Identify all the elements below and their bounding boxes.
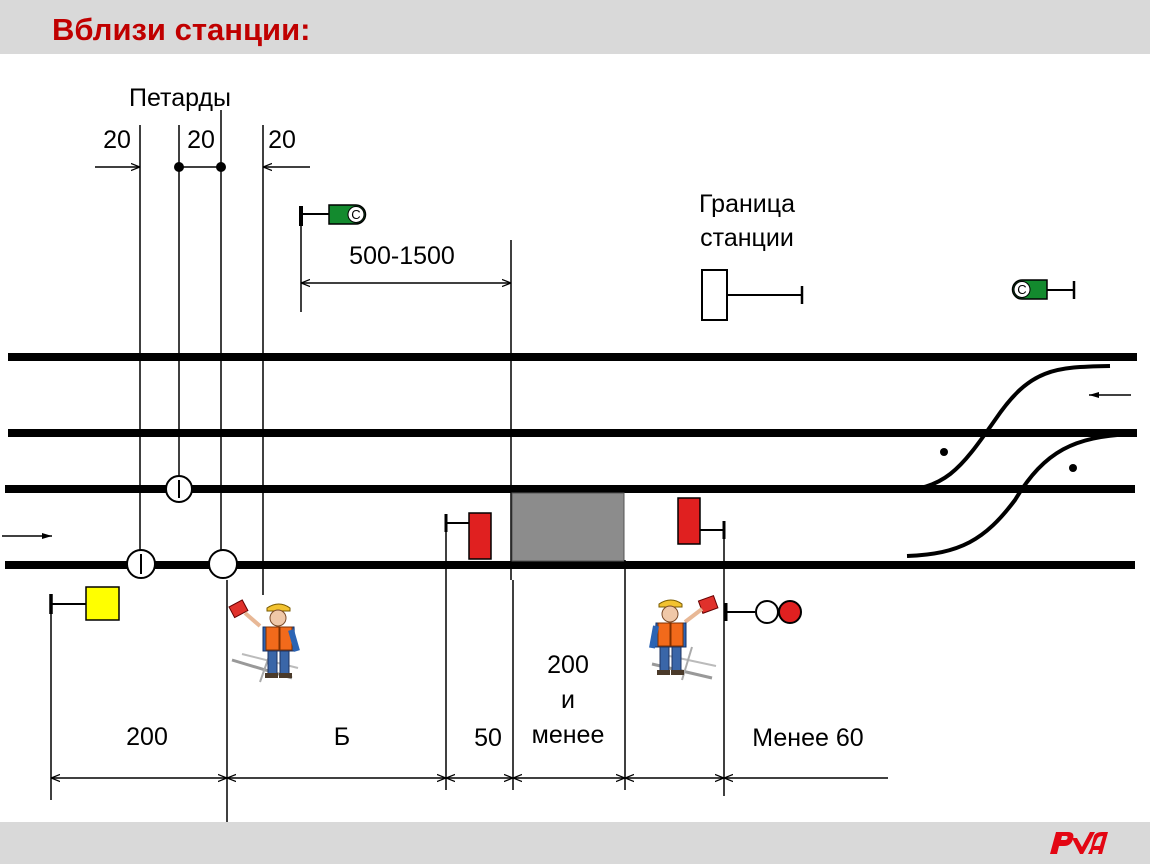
crossover-upper [892,364,1111,493]
whistle-sign-right-letter: С [1017,282,1026,297]
work-zone [511,492,625,562]
header-bar [0,0,1150,54]
detonator-3 [208,549,238,579]
dimension-extension-lines [226,560,626,836]
whistle-sign-left: С [299,204,367,312]
distance-label-50: 50 [474,724,502,752]
detonator-lines [139,110,264,595]
whistle-sign-left-letter: С [351,207,360,222]
switch-point-2 [1069,464,1077,472]
stop-signal-right [677,497,726,796]
switch-point-1 [940,448,948,456]
tracks [5,353,1137,569]
sign-distance-label: 500-1500 [349,242,455,270]
signalman-worker-icon [649,594,719,681]
detonator-1 [165,475,193,503]
distance-label-less-60: Менее 60 [752,724,863,752]
distance-label-b: Б [334,723,350,751]
detonator-dot-1 [174,162,184,172]
station-boundary-sign [701,269,804,321]
switch-crossovers [892,364,1131,558]
zone-label-line-2: и [561,686,575,714]
gap-label-3: 20 [268,126,296,154]
detonators-label: Петарды [129,84,231,112]
gap-label-2: 20 [187,126,215,154]
detonator-dot-2 [216,162,226,172]
station-boundary-label-2: станции [700,224,794,252]
signal-lamp-white [755,600,779,624]
crossover-lower [906,432,1131,558]
stop-signal-left [444,512,492,790]
footer-bar [0,822,1150,864]
rzd-logo-icon [1050,832,1108,854]
zone-label-line-1: 200 [547,651,589,679]
detonator-2 [126,549,156,579]
signal-lamp-red [778,600,802,624]
zone-label-line-3: менее [532,721,605,749]
signalman-worker-icon [228,599,300,683]
whistle-sign-right: С [1011,279,1076,300]
two-light-signal [724,600,802,624]
station-boundary-label-1: Граница [699,190,795,218]
page-title: Вблизи станции: [52,12,311,47]
distance-label-200: 200 [126,723,168,751]
yellow-slow-signal [49,586,120,800]
gap-label-1: 20 [103,126,131,154]
